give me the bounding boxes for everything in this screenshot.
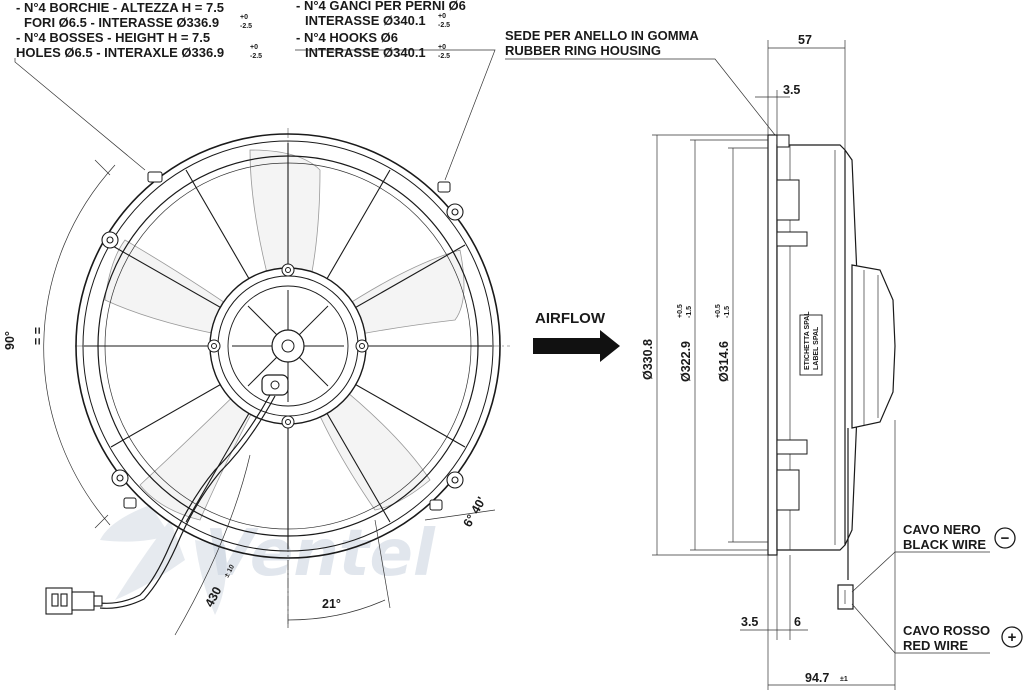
equal-marks-label: = = — [31, 327, 45, 345]
hooks-tol-lower-1: -2.5 — [438, 22, 450, 29]
airflow-arrow — [533, 330, 620, 362]
ring-note: SEDE PER ANELLO IN GOMMA RUBBER RING HOU… — [505, 28, 776, 136]
dim-314-6-tol-lower: -1.5 — [724, 306, 731, 318]
guard-plate — [767, 134, 778, 556]
motor-hub-inner — [227, 285, 349, 407]
watermark-text: Ventel — [205, 517, 436, 591]
angle-6-40-label: 6° 40' — [460, 495, 488, 530]
dim-322-9-tol-lower: -1.5 — [686, 306, 693, 318]
airflow-indicator: AIRFLOW — [533, 310, 620, 362]
hooks-note-line-3: - N°4 HOOKS Ø6 — [296, 30, 398, 45]
label-plate-line-2: LABEL SPAL — [813, 326, 820, 370]
dim-322-9-tol-upper: +0.5 — [677, 304, 684, 318]
dim-3-5-bottom-label: 3.5 — [741, 615, 758, 629]
mounting-hooks — [123, 171, 451, 511]
side-dimension-lines — [652, 40, 896, 690]
red-wire-leader — [851, 603, 990, 654]
black-wire-line-2: BLACK WIRE — [903, 537, 986, 552]
motor-side — [851, 264, 896, 429]
bosses-note-line-4: HOLES Ø6.5 - INTERAXLE Ø336.9 — [16, 45, 224, 60]
red-wire-note: CAVO ROSSO RED WIRE + — [851, 603, 1023, 654]
bosses-note: - N°4 BORCHIE - ALTEZZA H = 7.5 FORI Ø6.… — [16, 0, 262, 60]
hooks-note-line-2: INTERASSE Ø340.1 — [305, 13, 426, 28]
power-cable — [99, 394, 271, 604]
angle-6-40-ext — [424, 509, 496, 521]
bosses-tol-upper-1: +0 — [240, 14, 248, 21]
watermark: Ventel — [100, 505, 436, 615]
bosses-note-line-2: FORI Ø6.5 - INTERASSE Ø336.9 — [24, 15, 219, 30]
dim-3-5-top-label: 3.5 — [783, 83, 800, 97]
hooks-tol-upper-1: +0 — [438, 13, 446, 20]
plus-symbol: + — [1008, 629, 1017, 646]
angle-90-label: 90° — [3, 331, 17, 350]
ring-note-line-2: RUBBER RING HOUSING — [505, 43, 661, 58]
dim-6-label: 6 — [794, 615, 801, 629]
angle-21-arc — [287, 599, 386, 621]
fan-side-view: ETICHETTA SPAL LABEL SPAL — [641, 33, 896, 690]
dim-314-6-label: Ø314.6 — [717, 341, 731, 382]
side-brackets — [776, 134, 808, 511]
motor-shaft — [281, 339, 295, 353]
dim-314-6-tol-upper: +0.5 — [715, 304, 722, 318]
angle-90-arrow-top — [94, 159, 111, 176]
black-wire-line-1: CAVO NERO — [903, 522, 981, 537]
motor-shaft-cap — [271, 329, 305, 363]
airflow-label: AIRFLOW — [535, 310, 606, 327]
fan-front-view — [14, 49, 510, 636]
bosses-note-line-3: - N°4 BOSSES - HEIGHT H = 7.5 — [16, 30, 210, 45]
hooks-note: - N°4 GANCI PER PERNI Ø6 INTERASSE Ø340.… — [296, 0, 466, 60]
wire-terminal — [837, 584, 854, 610]
bosses-tol-upper-2: +0 — [250, 44, 258, 51]
connector — [45, 587, 103, 615]
hub-mount-tabs — [207, 263, 369, 429]
cable-gland-hole — [270, 380, 280, 390]
cable-length-line — [174, 454, 251, 636]
label-plate — [799, 314, 823, 376]
bosses-tol-lower-1: -2.5 — [240, 23, 252, 30]
hooks-note-line-1: - N°4 GANCI PER PERNI Ø6 — [296, 0, 466, 13]
ring-leader — [505, 58, 776, 136]
dim-94-7-tol: ±1 — [840, 676, 848, 683]
ring-note-line-1: SEDE PER ANELLO IN GOMMA — [505, 28, 699, 43]
dim-57-label: 57 — [798, 33, 812, 47]
bosses-note-line-1: - N°4 BORCHIE - ALTEZZA H = 7.5 — [16, 0, 224, 15]
plus-icon — [1001, 626, 1023, 648]
dim-322-9-label: Ø322.9 — [679, 341, 693, 382]
angle-21-label: 21° — [322, 597, 341, 611]
cable-gland — [261, 374, 289, 396]
minus-icon — [994, 527, 1016, 549]
angle-90-arc — [43, 164, 116, 526]
red-wire-line-2: RED WIRE — [903, 638, 968, 653]
angle-90-arrow-bottom — [94, 514, 109, 529]
dim-94-7-label: 94.7 — [805, 671, 829, 685]
outer-ring-inner — [82, 140, 494, 552]
mounting-bosses — [101, 203, 464, 489]
hooks-note-line-4: INTERASSE Ø340.1 — [305, 45, 426, 60]
dim-330-8-label: Ø330.8 — [641, 339, 655, 380]
hooks-leader — [295, 49, 496, 181]
red-wire-line-1: CAVO ROSSO — [903, 623, 990, 638]
minus-symbol: − — [1001, 530, 1010, 547]
label-plate-line-1: ETICHETTA SPAL — [804, 311, 811, 370]
bosses-leader — [14, 58, 146, 171]
black-wire-note: CAVO NERO BLACK WIRE − — [851, 522, 1016, 593]
outer-ring — [75, 133, 501, 559]
black-wire-leader — [851, 551, 990, 593]
bosses-tol-lower-2: -2.5 — [250, 53, 262, 60]
hooks-tol-lower-2: -2.5 — [438, 53, 450, 60]
power-cable-outline — [99, 395, 276, 609]
angle-21-ext-2 — [374, 519, 391, 609]
hooks-tol-upper-2: +0 — [438, 44, 446, 51]
